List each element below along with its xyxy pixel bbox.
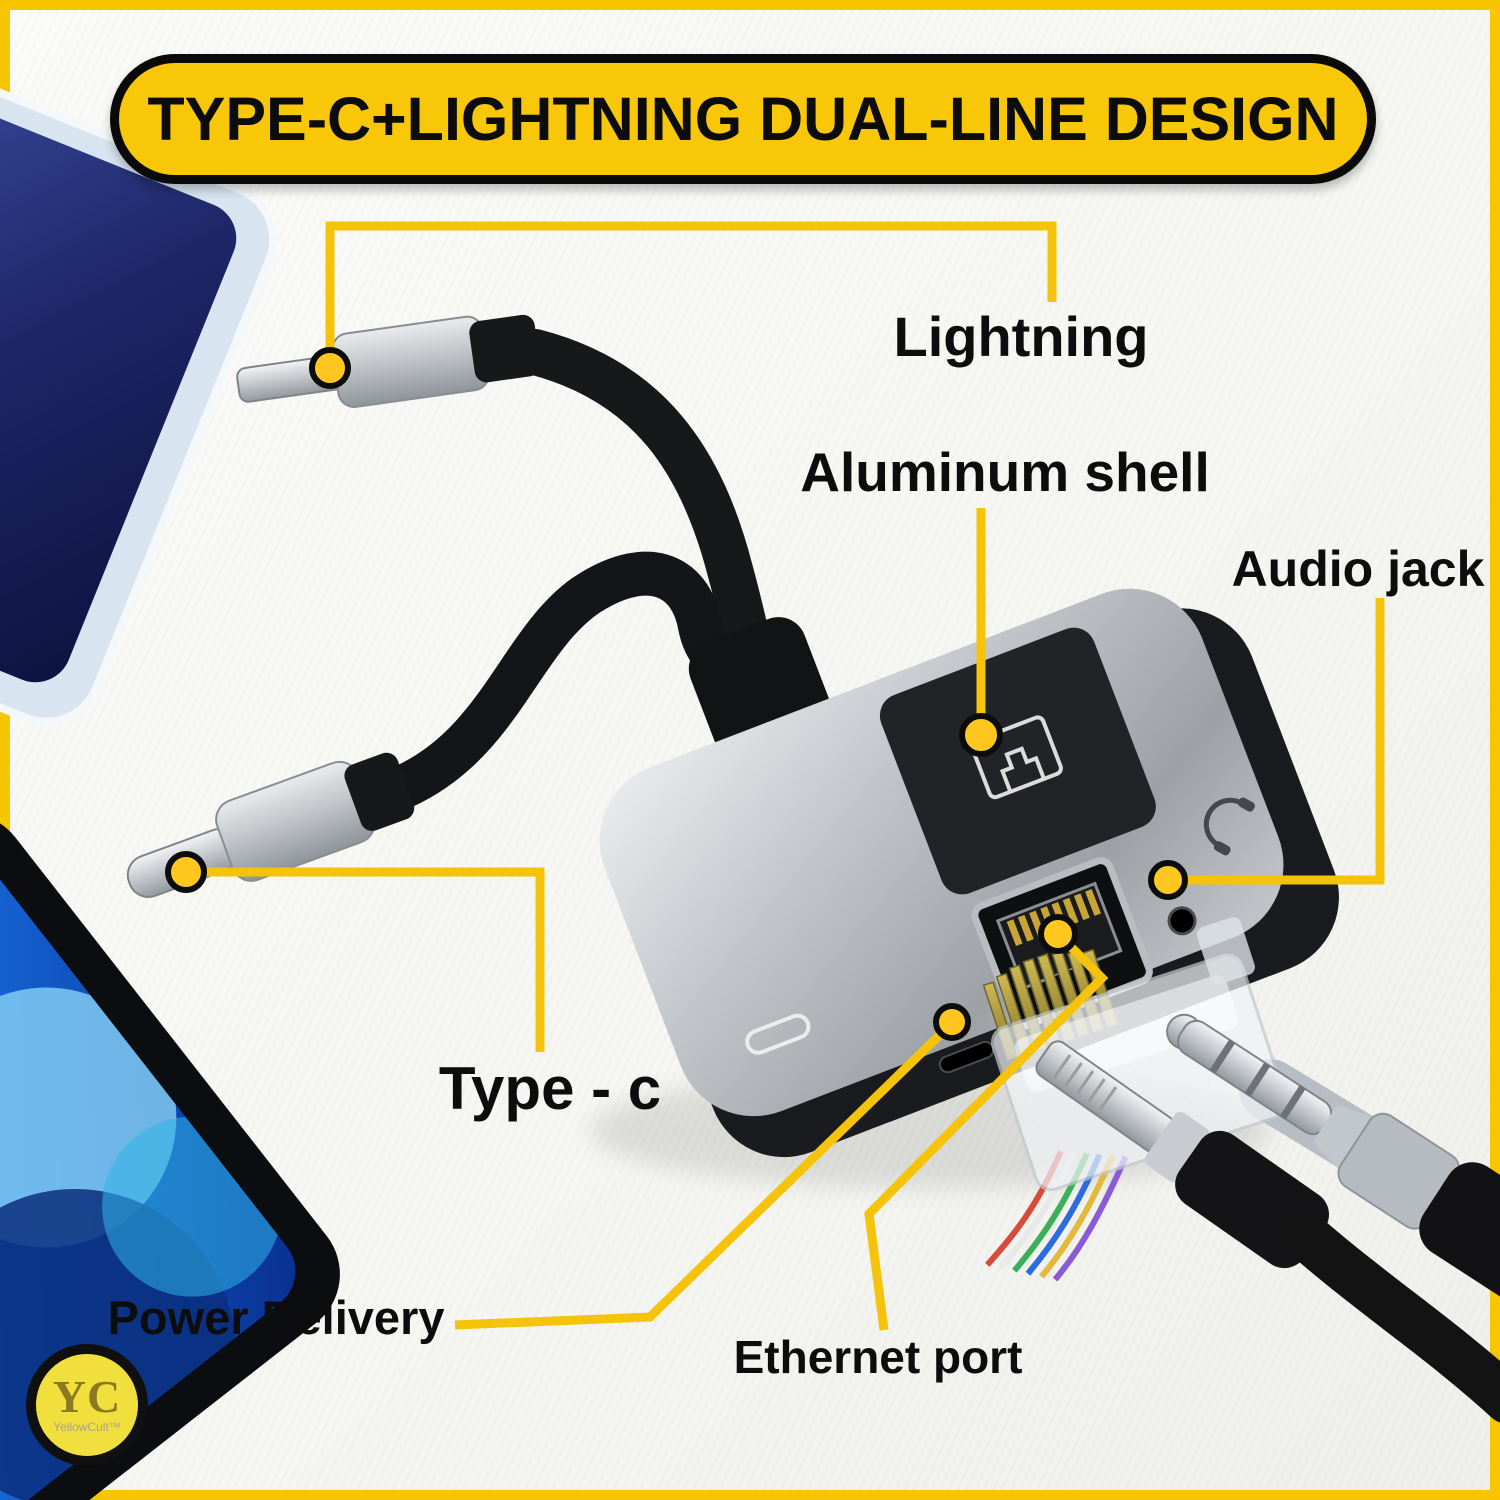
lightning-callout-line (325, 221, 1057, 368)
adapter-hub (599, 588, 1339, 1158)
ethernet-anchor-dot (1038, 914, 1078, 954)
ethernet-port-icon (969, 715, 1063, 800)
brand-monogram: YC (52, 1371, 122, 1422)
rj45-latch (1196, 917, 1255, 985)
ethernet-callout-line (864, 930, 1109, 1331)
lightning-bottom-cable (1284, 1214, 1500, 1423)
type-c-callout-line (186, 867, 545, 1052)
power-delivery-label: Power Delivery (107, 1291, 445, 1344)
headline-text: TYPE-C+LIGHTNING DUAL-LINE DESIGN (147, 85, 1339, 153)
lightning-anchor-dot (309, 347, 351, 389)
ethernet-module (879, 627, 1156, 895)
type-c-plug (126, 752, 415, 898)
audio-port (1167, 906, 1197, 936)
type-c-label: Type - c (438, 1055, 662, 1122)
lightning-label: Lightning (893, 305, 1149, 368)
aluminum-shell-anchor-dot (959, 713, 1003, 757)
callout-dots (165, 347, 1188, 1041)
usb-c-port-icon (745, 1013, 811, 1055)
headline-banner: TYPE-C+LIGHTNING DUAL-LINE DESIGN (110, 54, 1376, 184)
callout-lines (186, 221, 1385, 1331)
aluminum-shell-label: Aluminum shell (800, 441, 1210, 503)
audio-jack-callout-line (1168, 598, 1385, 885)
type-c-anchor-dot (165, 851, 207, 893)
power-delivery-callout-line (454, 1019, 956, 1330)
brand-logo: YC YellowCult™ (26, 1344, 148, 1466)
power-delivery-anchor-dot (933, 1003, 971, 1041)
audio-plug (1166, 1013, 1500, 1352)
ethernet-port-label: Ethernet port (733, 1331, 1023, 1383)
lightning-plug-top (236, 314, 541, 408)
brand-name: YellowCult™ (53, 1420, 121, 1434)
audio-jack-anchor-dot (1148, 860, 1188, 900)
headphone-icon (1203, 797, 1255, 856)
audio-jack-label: Audio jack (1231, 541, 1485, 597)
phone-top-left (0, 38, 278, 726)
